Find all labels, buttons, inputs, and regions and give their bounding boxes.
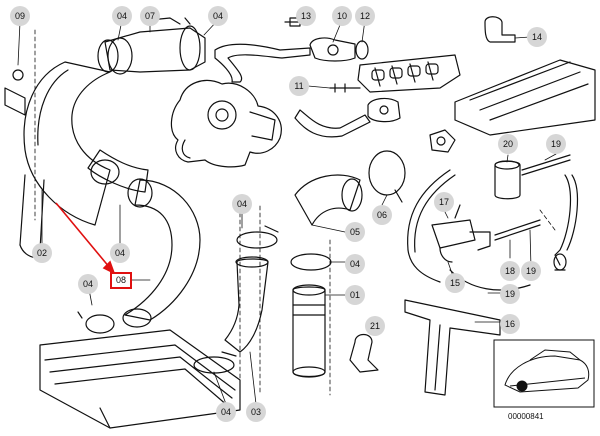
callout-08-selected[interactable]: 08 — [110, 272, 132, 289]
callout-19[interactable]: 19 — [546, 134, 566, 154]
pipe-05 — [294, 174, 361, 226]
vacuum-hose — [554, 174, 571, 266]
callout-12[interactable]: 12 — [355, 6, 375, 26]
hose-mid — [87, 149, 149, 193]
callout-09[interactable]: 09 — [10, 6, 30, 26]
clip-14 — [484, 16, 516, 43]
callout-04[interactable]: 04 — [110, 243, 130, 263]
callout-03[interactable]: 03 — [246, 402, 266, 422]
callout-10[interactable]: 10 — [332, 6, 352, 26]
bolt-11 — [329, 83, 361, 93]
callout-04[interactable]: 04 — [232, 194, 252, 214]
document-number: 00000841 — [508, 412, 544, 421]
charge-pipe-02 — [23, 61, 111, 226]
callout-14[interactable]: 14 — [527, 27, 547, 47]
pressure-sensor-20 — [494, 160, 521, 200]
highlight-arrow — [55, 202, 116, 275]
callout-01[interactable]: 01 — [345, 285, 365, 305]
long-hose — [407, 169, 451, 251]
callout-21[interactable]: 21 — [365, 316, 385, 336]
callout-16[interactable]: 16 — [500, 314, 520, 334]
intake-manifold — [454, 59, 596, 136]
bracket-left — [4, 87, 26, 116]
seal-12 — [355, 40, 369, 60]
callout-05[interactable]: 05 — [345, 222, 365, 242]
valve — [429, 129, 456, 153]
callout-06[interactable]: 06 — [372, 205, 392, 225]
callout-04[interactable]: 04 — [208, 6, 228, 26]
callout-15[interactable]: 15 — [445, 273, 465, 293]
callout-04[interactable]: 04 — [78, 274, 98, 294]
callout-11[interactable]: 11 — [289, 76, 309, 96]
oil-line — [214, 43, 311, 83]
callout-19[interactable]: 19 — [500, 284, 520, 304]
callout-02[interactable]: 02 — [32, 243, 52, 263]
callout-04[interactable]: 04 — [345, 254, 365, 274]
callout-19[interactable]: 19 — [521, 261, 541, 281]
rod-19-upper — [521, 154, 571, 171]
callout-13[interactable]: 13 — [296, 6, 316, 26]
clamp-04-lower-mid — [290, 253, 332, 271]
clamp-04-lower-left — [85, 314, 115, 334]
callout-04[interactable]: 04 — [216, 402, 236, 422]
bracket-16 — [404, 299, 501, 396]
bracket — [469, 231, 491, 251]
clamp-04-bottom — [193, 356, 235, 374]
callout-07[interactable]: 07 — [140, 6, 160, 26]
intercooler — [39, 329, 241, 429]
callout-18[interactable]: 18 — [500, 261, 520, 281]
flange-10 — [309, 37, 356, 62]
callout-04[interactable]: 04 — [112, 6, 132, 26]
callout-20[interactable]: 20 — [498, 134, 518, 154]
pipe-01 — [292, 286, 326, 378]
turbocharger — [170, 79, 282, 168]
rod-19-lower — [494, 219, 541, 236]
oil-return — [294, 109, 371, 138]
solenoid — [431, 219, 476, 249]
callout-17[interactable]: 17 — [434, 192, 454, 212]
exhaust-manifold — [357, 54, 461, 93]
hose-08 — [124, 179, 201, 321]
clamp-06 — [368, 150, 406, 196]
clip-21 — [349, 333, 379, 373]
hose-07 — [104, 27, 206, 73]
clamp-04-upper — [97, 39, 119, 73]
vehicle-inset — [493, 339, 595, 408]
clamp-04-top-mid — [236, 231, 278, 249]
clamp-04-mid — [90, 159, 120, 185]
hose-03 — [224, 258, 269, 353]
